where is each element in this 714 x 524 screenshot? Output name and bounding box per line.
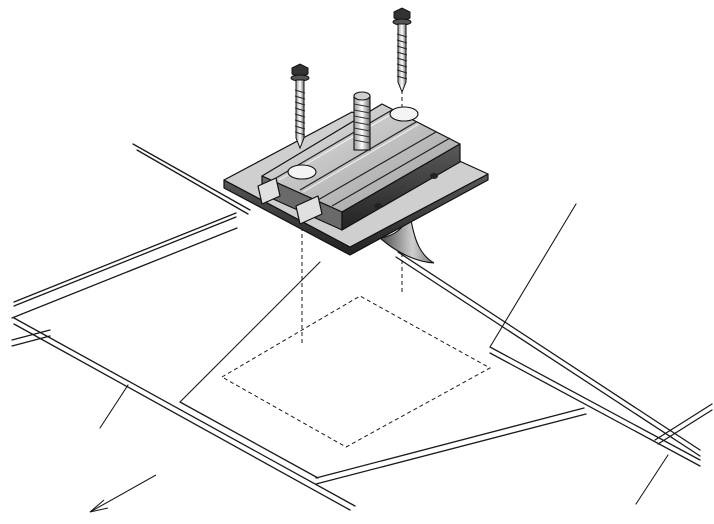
- shingle-joint-2: [179, 261, 321, 403]
- lower-course-line-c: [315, 413, 587, 485]
- slot-hole-left: [287, 164, 317, 180]
- rivet-hole-2: [430, 173, 438, 179]
- mounting-bracket: [223, 103, 489, 256]
- rail-groove-2: [299, 121, 417, 191]
- course-line-left-b: [13, 216, 237, 307]
- roof-shingles: [11, 143, 713, 511]
- course-left-short-b: [11, 335, 51, 347]
- rail-groove-3: [317, 131, 437, 201]
- course-left-short-a: [11, 329, 51, 341]
- stud-top: [353, 91, 371, 101]
- screw-right-threads: [396, 33, 408, 80]
- stud-threads: [353, 103, 371, 144]
- direction-arrow-icon: [89, 474, 157, 513]
- course-line-left-c: [11, 227, 238, 319]
- shingle-joint-4: [635, 454, 669, 505]
- upper-course-line-a: [132, 143, 251, 211]
- course-diagonal-main-a: [13, 317, 356, 507]
- course-diagonal-right-b: [395, 256, 701, 457]
- lower-course-line-b: [315, 407, 585, 479]
- clamp-tab-right: [295, 195, 323, 225]
- clamp-tab-left: [257, 177, 281, 205]
- screw-right-head: [393, 7, 411, 23]
- course-diagonal-right-a: [397, 251, 701, 451]
- lower-course-line-a: [179, 401, 319, 479]
- screw-left-threads: [294, 89, 306, 136]
- screw-left-head: [291, 63, 309, 79]
- upper-course-line-b: [136, 149, 249, 215]
- shingle-joint-1: [489, 203, 577, 348]
- threaded-stud: [353, 91, 371, 151]
- footprint-outline: [220, 295, 492, 448]
- rail-groove-4: [331, 137, 451, 207]
- slot-hole-right: [389, 106, 419, 122]
- flashing-tail: [378, 212, 435, 264]
- course-diagonal-main-b: [13, 323, 351, 511]
- course-far-right-a: [654, 403, 713, 441]
- bracket-rail-side: [341, 143, 461, 231]
- rail-groove-2-highlight: [302, 123, 420, 193]
- course-diagonal-right-d: [489, 352, 701, 467]
- rivet-hole-1: [374, 203, 382, 209]
- course-diagonal-right-c: [489, 346, 701, 461]
- shingle-joint-3: [99, 384, 129, 429]
- course-far-right-b: [657, 409, 713, 445]
- course-line-left-a: [13, 212, 237, 303]
- lag-screw-right: [392, 7, 412, 94]
- lag-screw-left: [290, 63, 310, 150]
